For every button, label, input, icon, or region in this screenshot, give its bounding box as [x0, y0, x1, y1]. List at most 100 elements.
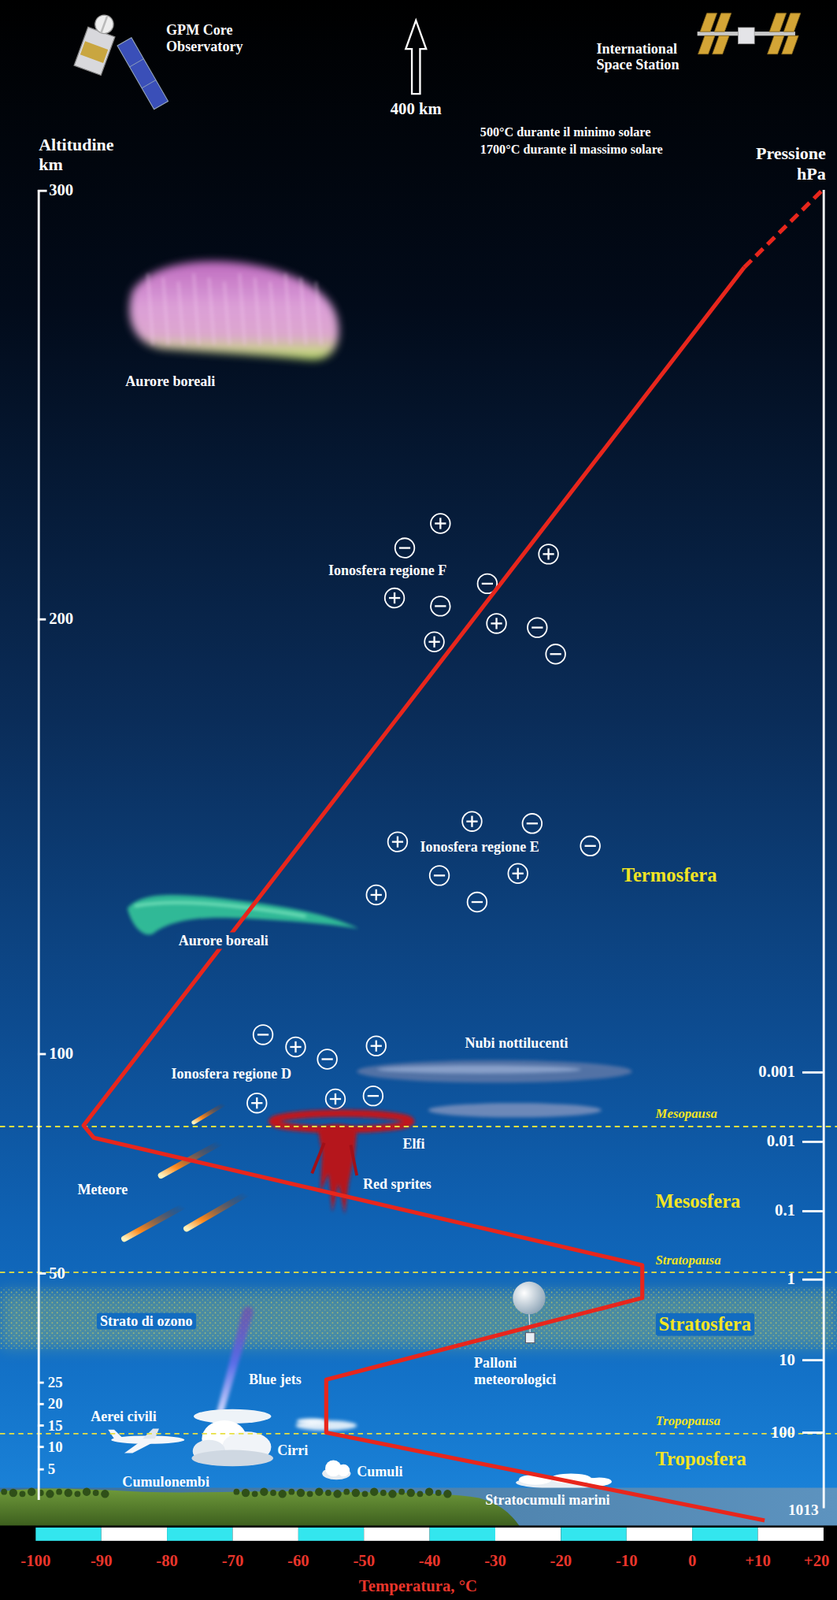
axis-tick-label: 100 — [770, 1422, 796, 1442]
axis-tick-label: -100 — [20, 1551, 51, 1571]
tree — [100, 1488, 109, 1497]
feature-label: Elfi — [402, 1135, 425, 1152]
aurora-streak — [300, 277, 306, 345]
tree — [407, 1488, 415, 1497]
feature-label: Ionosfera regione D — [171, 1064, 292, 1082]
ion-symbol — [429, 865, 450, 886]
temperature-scale-cell — [35, 1526, 101, 1541]
ion-symbol — [486, 613, 507, 634]
feature-label: Stratocumuli marini — [485, 1491, 610, 1508]
axis-tick-label: -10 — [615, 1551, 638, 1571]
ozone-layer — [0, 1287, 837, 1349]
temperature-scale-cell — [692, 1526, 758, 1541]
tree — [233, 1488, 241, 1495]
feature-label: Ionosfera regione E — [419, 838, 539, 856]
temperature-scale-cell — [758, 1526, 824, 1541]
axis-tick-label: -70 — [222, 1551, 245, 1571]
weather-balloon — [512, 1281, 545, 1343]
feature-label: Aurore boreali — [125, 373, 215, 390]
aurora-streak — [285, 273, 291, 345]
feature-label: Red sprites — [362, 1174, 432, 1192]
axis-tick-label: +10 — [744, 1551, 771, 1571]
tree — [362, 1489, 369, 1497]
ion-symbol — [285, 1036, 306, 1057]
feature-label: Meteore — [77, 1181, 128, 1198]
ion-symbol — [430, 513, 451, 534]
axis-tick-label: -30 — [484, 1551, 507, 1571]
ion-symbol — [545, 644, 566, 664]
temperature-scale-cell — [560, 1526, 626, 1541]
ion-symbol — [385, 588, 405, 608]
tree — [417, 1489, 424, 1497]
noctilucent-clouds — [356, 1059, 633, 1118]
aurora-streak — [270, 281, 275, 345]
tree — [333, 1488, 341, 1497]
sky-background — [0, 0, 837, 1526]
axis-tick-label: 20 — [48, 1394, 63, 1412]
tree — [74, 1489, 82, 1497]
feature-label: Nubi nottilucenti — [464, 1033, 568, 1051]
tree — [398, 1488, 405, 1495]
ion-symbols — [247, 513, 600, 1112]
ion-symbol — [366, 885, 386, 905]
ion-symbol — [366, 1035, 386, 1056]
tree — [64, 1488, 73, 1497]
tree — [370, 1487, 378, 1496]
tree — [288, 1488, 295, 1495]
axis-tick-label: 1 — [787, 1269, 796, 1289]
feature-label: 500°C durante il minimo solare — [480, 125, 652, 141]
ion-symbol — [462, 811, 482, 831]
tree — [307, 1489, 314, 1497]
tree — [443, 1488, 452, 1497]
meteors — [124, 1103, 247, 1238]
boundary-label: Tropopausa — [655, 1413, 721, 1429]
aurora-streak — [224, 281, 230, 345]
temperature-scale-cell — [298, 1526, 364, 1541]
ion-symbol — [363, 1085, 384, 1106]
axis-tick-label: -50 — [352, 1551, 375, 1571]
feature-label: Palloni meteorologici — [474, 1354, 568, 1388]
axis-tick-label: 100 — [48, 1044, 74, 1063]
aurora-streak — [239, 273, 245, 345]
aurora-streak — [208, 277, 214, 345]
feature-label: Blue jets — [248, 1370, 302, 1388]
ion-symbol — [538, 544, 559, 564]
ion-symbol — [317, 1048, 338, 1069]
boundary-lines — [0, 1125, 837, 1434]
elf-and-sprite — [272, 1112, 412, 1214]
ion-symbol — [507, 862, 528, 883]
tree — [241, 1488, 250, 1497]
tree — [325, 1488, 332, 1496]
temperature-scale-cell — [166, 1526, 233, 1541]
tree — [343, 1488, 350, 1495]
feature-label: Cirri — [277, 1440, 308, 1458]
axis-tick-label: 200 — [48, 609, 74, 629]
feature-label: 400 km — [390, 99, 442, 119]
tree — [92, 1488, 100, 1496]
tree — [296, 1488, 305, 1497]
temperature-profile — [83, 188, 824, 1520]
ion-symbol — [325, 1088, 346, 1109]
tree — [351, 1488, 360, 1497]
layer-name: Mesosfera — [655, 1188, 741, 1212]
temperature-scale-cell — [495, 1526, 561, 1541]
tree — [251, 1489, 259, 1497]
feature-label: Aurore boreali — [175, 932, 272, 949]
axis-tick-label: 10 — [48, 1437, 63, 1456]
ion-symbol — [522, 813, 543, 834]
axis-tick-label: -80 — [155, 1551, 178, 1571]
ion-symbol — [580, 835, 600, 856]
axis-tick-label: -40 — [418, 1551, 441, 1571]
feature-label: Ionosfera regione F — [328, 562, 447, 579]
aurora-streak — [148, 273, 153, 345]
layer-name: Troposfera — [655, 1447, 747, 1470]
ground — [0, 1487, 837, 1526]
axis-tick-label: 0 — [688, 1551, 697, 1571]
axis-tick-label: 50 — [48, 1263, 66, 1283]
tree — [82, 1487, 91, 1496]
tree — [45, 1488, 54, 1497]
ion-symbol — [388, 831, 408, 852]
tree — [55, 1488, 63, 1495]
tree — [9, 1488, 18, 1497]
